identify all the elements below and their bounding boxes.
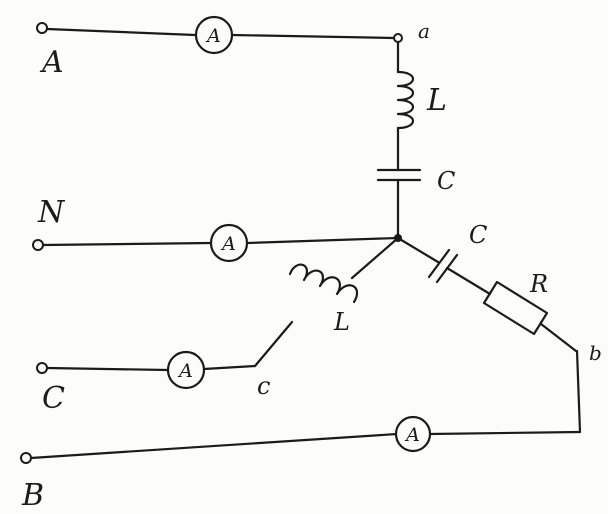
- terminal-a-icon: [36, 22, 48, 34]
- resistor-b-icon: [482, 280, 549, 336]
- wire-n-right: [245, 236, 400, 245]
- inductor-c-label: L: [333, 308, 350, 336]
- terminal-c-icon: [36, 362, 48, 374]
- wire-c-2: [253, 320, 294, 368]
- ammeter-a-label: A: [205, 25, 221, 47]
- wire-a-left: [45, 27, 197, 37]
- terminal-b-label: B: [21, 478, 44, 513]
- inductor-a-label: L: [426, 83, 447, 118]
- ammeter-c-label: A: [177, 360, 193, 382]
- node-c-label: c: [257, 372, 270, 400]
- capacitor-a-label: C: [437, 167, 455, 195]
- node-a-label: a: [418, 19, 430, 43]
- wire-b-3: [539, 322, 578, 353]
- terminal-n-label: N: [37, 195, 66, 230]
- wire-c-1: [350, 236, 400, 280]
- wire-c-right: [202, 364, 257, 371]
- node-a-icon: [393, 33, 403, 43]
- terminal-a-label: A: [39, 45, 64, 80]
- line-n: N A: [32, 195, 402, 263]
- terminal-c-label: C: [42, 381, 65, 416]
- wire-b-1: [396, 236, 440, 264]
- node-b-label: b: [589, 341, 602, 365]
- inductor-c-icon: [288, 263, 359, 304]
- resistor-b-label: R: [529, 270, 548, 298]
- wire-b-up: [575, 349, 582, 434]
- wire-c-left: [45, 366, 170, 372]
- wire-b-left: [29, 432, 399, 460]
- branch-a: L C: [376, 40, 455, 239]
- ammeter-n-label: A: [220, 233, 236, 255]
- wire-b-right: [428, 430, 582, 436]
- line-b: A B: [20, 349, 582, 513]
- wire-n-left: [41, 241, 213, 247]
- inductor-a-icon: [396, 70, 415, 130]
- ammeter-b-label: A: [404, 424, 420, 446]
- terminal-n-icon: [32, 239, 44, 251]
- line-a: A A a: [36, 15, 430, 80]
- line-c: A C: [36, 350, 257, 416]
- wire-a-right: [230, 33, 396, 40]
- capacitor-b-label: C: [469, 221, 487, 249]
- wire-b-2: [445, 266, 492, 296]
- branch-c: L c: [253, 236, 400, 400]
- capacitor-b-plate-1: [427, 248, 451, 279]
- branch-b: C R b: [396, 221, 602, 365]
- terminal-b-icon: [20, 452, 32, 464]
